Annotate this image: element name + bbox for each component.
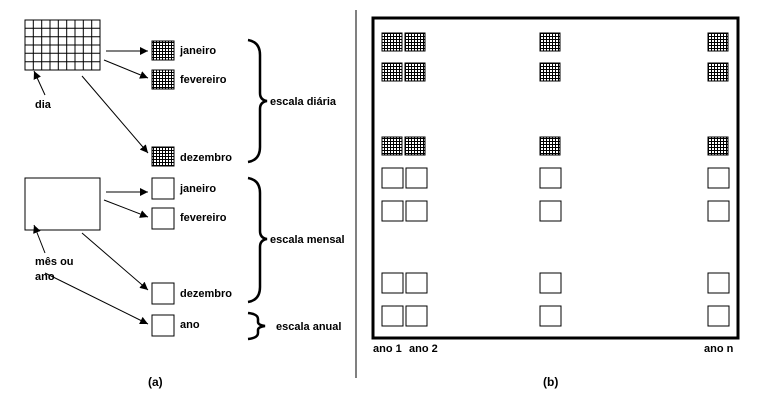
label-escala-diaria: escala diária [270,96,337,108]
label-mes-ou: mês ou [35,256,74,268]
label-escala-anual: escala anual [276,321,341,333]
box-ano [151,314,175,337]
arrow-m-fevereiro [103,199,149,218]
grid-icon-fevereiro [151,69,175,90]
label-dezembro-monthly: dezembro [180,288,232,300]
label-fevereiro-monthly: fevereiro [180,212,227,224]
label-ano-n: ano n [704,343,734,355]
label-escala-mensal: escala mensal [270,234,345,246]
day-grid [24,19,101,71]
label-ano-pointer: ano [35,271,55,283]
label-ano-2: ano 2 [409,343,438,355]
caption-b: (b) [543,375,558,389]
arrow-fevereiro [103,59,149,79]
arrow-m-dezembro [81,232,149,291]
box-dezembro [151,282,175,305]
label-ano-annual: ano [180,319,200,331]
brace-monthly [247,176,268,304]
label-fevereiro-daily: fevereiro [180,74,227,86]
month-year-box [24,177,101,231]
label-janeiro-monthly: janeiro [179,183,216,195]
dia-label: dia [35,99,52,111]
arrow-dezembro [81,75,149,154]
label-janeiro-daily: janeiro [179,45,216,57]
grid-cells-daily [381,32,729,156]
empty-cells-monthly [381,167,730,327]
storage-frame [371,16,740,340]
mes-ano-pointer-arrow [33,224,46,254]
box-janeiro [151,177,175,200]
box-fevereiro [151,207,175,230]
caption-a: (a) [148,375,163,389]
arrow-m-ano [44,272,149,325]
panel-b: ano 1 ano 2 ano n (b) [371,16,740,389]
dia-pointer-arrow [33,70,46,96]
grid-icon-janeiro [151,40,175,61]
brace-daily [247,38,268,164]
label-dezembro-daily: dezembro [180,152,232,164]
grid-icon-dezembro [151,146,175,167]
panel-a: dia janeiro fevereiro dezembro escala di… [24,19,345,389]
label-ano-1: ano 1 [373,343,402,355]
brace-annual [247,311,266,341]
